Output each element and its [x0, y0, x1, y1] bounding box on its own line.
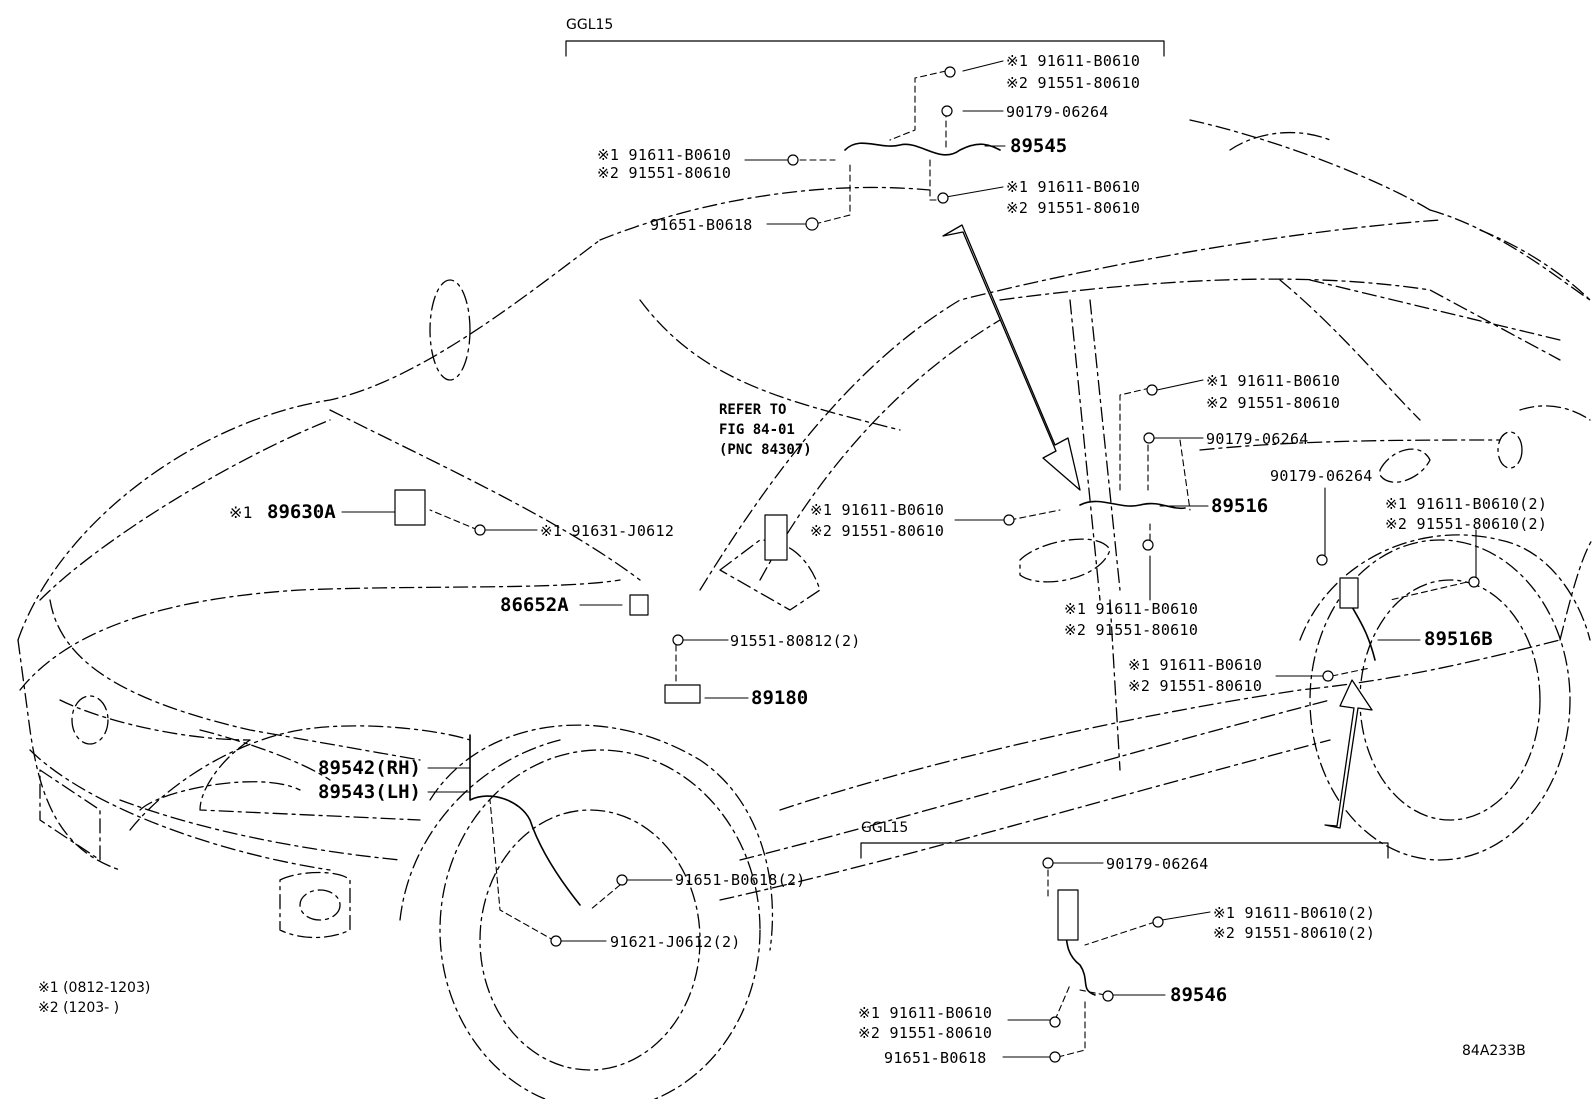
- fastener-symbols: [394, 66, 1480, 1063]
- fastener-label: ※2 91551-80610: [1206, 394, 1341, 412]
- diagram-code: 84A233B: [1462, 1043, 1526, 1059]
- fastener-label: ※2 91551-80610: [597, 164, 732, 182]
- part-label-89180: 89180: [751, 687, 809, 709]
- part-label-89630a: 89630A: [267, 501, 336, 523]
- direction-arrows: [942, 224, 1373, 829]
- fastener-label: ※2 91551-80610(2): [1385, 515, 1548, 533]
- fastener-label: 90179-06264: [1006, 103, 1109, 121]
- yaw-sensor-shape: [394, 489, 426, 526]
- refer-note: REFER TO FIG 84-01 (PNC 84307): [719, 400, 812, 460]
- fastener-label: ※1 91611-B0610: [597, 146, 732, 164]
- fastener-label: 90179-06264: [1270, 467, 1373, 485]
- fastener-label: 91651-B0618(2): [675, 871, 806, 889]
- fastener-label: 91651-B0618: [650, 216, 753, 234]
- legend-line-1: ※1 (0812-1203): [38, 980, 151, 996]
- part-mark: ※1: [229, 503, 253, 522]
- sensor-89180-shape: [664, 684, 701, 704]
- fastener-label: ※1 91611-B0610(2): [1385, 495, 1548, 513]
- fastener-label: 91551-80812(2): [730, 632, 861, 650]
- fastener-label: ※1 91611-B0610: [810, 501, 945, 519]
- rear-bracket-shape: [1057, 889, 1079, 941]
- fastener-label: ※1 91611-B0610: [858, 1004, 993, 1022]
- part-label-89542: 89542(RH): [318, 757, 421, 779]
- fastener-label: ※1 91611-B0610: [1128, 656, 1263, 674]
- rear-sensor-shape: [1339, 577, 1359, 609]
- fastener-label: 91621-J0612(2): [610, 933, 741, 951]
- sensor-wires: [469, 142, 1376, 996]
- group-label-bottom: GGL15: [861, 820, 909, 836]
- steering-sensor-shape: [764, 514, 788, 561]
- part-label-89516b: 89516B: [1424, 628, 1493, 650]
- part-label-89545: 89545: [1010, 135, 1068, 157]
- refer-line: REFER TO: [719, 402, 787, 418]
- part-label-89516: 89516: [1211, 495, 1269, 517]
- fastener-label: ※1 91611-B0610: [1006, 178, 1141, 196]
- fastener-label: ※2 91551-80610: [810, 522, 945, 540]
- fastener-label: ※1 91631-J0612: [540, 522, 675, 540]
- refer-line: FIG 84-01: [719, 422, 795, 438]
- part-label-89546: 89546: [1170, 984, 1228, 1006]
- fastener-label: ※1 91611-B0610: [1206, 372, 1341, 390]
- assembly-dashes: [429, 70, 1477, 1058]
- bracket-86652a-shape: [629, 594, 649, 616]
- fastener-label: ※2 91551-80610: [1006, 199, 1141, 217]
- fastener-label: 90179-06264: [1106, 855, 1209, 873]
- vehicle-outline: [17, 119, 1592, 1099]
- fastener-label: ※2 91551-80610: [858, 1024, 993, 1042]
- legend-line-2: ※2 (1203- ): [38, 1000, 120, 1016]
- fastener-label: ※1 91611-B0610(2): [1213, 904, 1376, 922]
- fastener-label: ※1 91611-B0610: [1064, 600, 1199, 618]
- fastener-label: ※1 91611-B0610: [1006, 52, 1141, 70]
- fastener-label: 91651-B0618: [884, 1049, 987, 1067]
- leader-lines: [341, 60, 1477, 1058]
- fastener-label: ※2 91551-80610: [1128, 677, 1263, 695]
- arrow-to-89516b: [1324, 679, 1373, 829]
- arrow-to-89516: [942, 224, 1081, 491]
- group-label-top: GGL15: [566, 17, 614, 33]
- fastener-label: ※2 91551-80610: [1006, 74, 1141, 92]
- refer-line: (PNC 84307): [719, 442, 812, 458]
- fastener-label: ※2 91551-80610: [1064, 621, 1199, 639]
- part-label-86652a: 86652A: [500, 594, 569, 616]
- group-brackets: [565, 40, 1389, 859]
- fastener-label: ※2 91551-80610(2): [1213, 924, 1376, 942]
- fastener-label: 90179-06264: [1206, 430, 1309, 448]
- part-label-89543: 89543(LH): [318, 781, 421, 803]
